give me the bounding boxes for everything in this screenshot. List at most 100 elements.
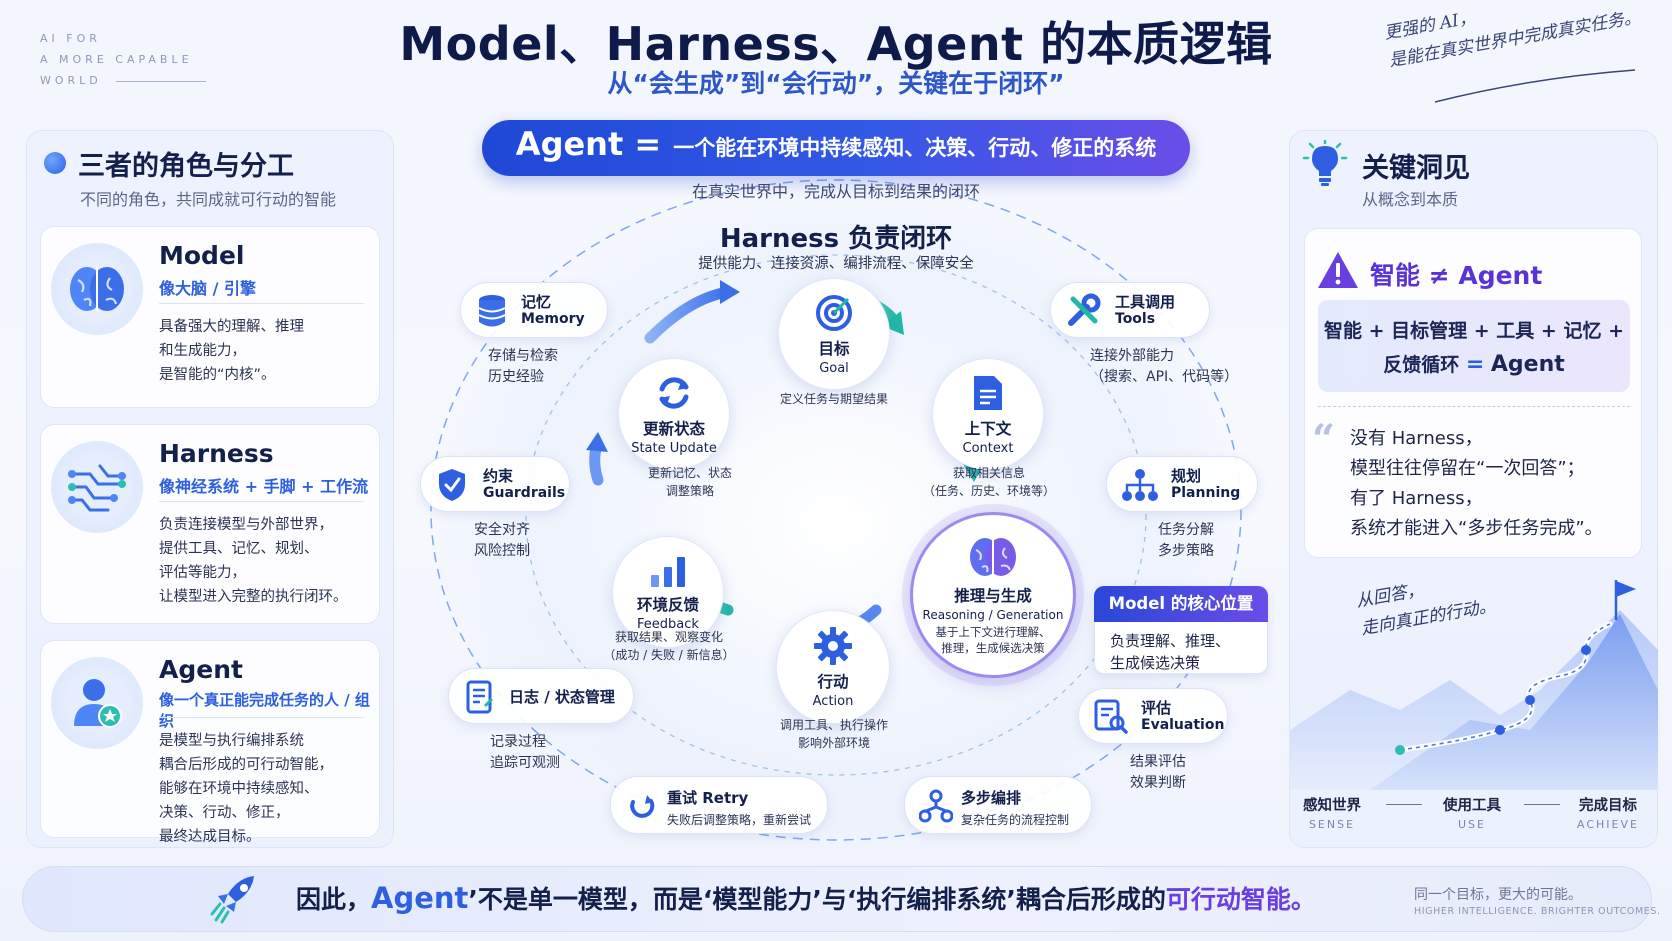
retry-icon: [630, 795, 655, 818]
caption-line: 安全对齐: [474, 522, 530, 538]
pill-logs-caption: 记录过程 追踪可观测: [490, 732, 560, 774]
bar-chart-icon: [651, 556, 685, 587]
caption-line: （任务、历史、环境等）: [922, 484, 1055, 498]
conclusion-pre: 因此，: [296, 885, 372, 914]
role-divider: [159, 717, 364, 718]
conclusion-highlight: 可行动智能。: [1165, 885, 1316, 914]
pill-memory-caption: 存储与检索 历史经验: [488, 346, 558, 388]
step-connector: [1524, 804, 1560, 805]
pill-planning-caption: 任务分解 多步策略: [1158, 520, 1214, 562]
pill-logs-zh: 日志 / 状态管理: [509, 688, 615, 706]
section-dot-icon: [44, 152, 66, 174]
role-card-model: Model 像大脑 / 引擎 具备强大的理解、推理 和生成能力， 是智能的“内核…: [40, 226, 380, 408]
pill-tools-caption: 连接外部能力 （搜索、API、代码等）: [1090, 346, 1238, 388]
pill-guardrails-en: Guardrails: [483, 485, 566, 501]
formula-line-1: 智能 + 目标管理 + 工具 + 记忆 +: [1324, 320, 1624, 342]
step-achieve-en: ACHIEVE: [1577, 818, 1639, 831]
desc-line: 最终达成目标。: [159, 829, 261, 845]
refresh-icon: [659, 376, 689, 409]
pill-memory-zh: 记忆: [521, 293, 552, 311]
model-core-title: Model 的核心位置: [1094, 586, 1268, 622]
agent-definition-text: Agent =一个能在环境中持续感知、决策、行动、修正的系统: [482, 125, 1190, 163]
model-core-line-1: 负责理解、推理、: [1110, 632, 1231, 650]
node-state-update: 更新状态 State Update: [618, 358, 730, 470]
brand-tagline: AI FOR A MORE CAPABLE WORLD: [40, 28, 206, 91]
node-reasoning-caption: 基于上下文进行理解、 推理，生成候选决策: [936, 624, 1051, 656]
desc-line: 能够在环境中持续感知、: [159, 781, 319, 797]
caption-line: 历史经验: [488, 369, 544, 385]
caption-line: 调用工具、执行操作: [779, 718, 888, 732]
pill-tools-zh: 工具调用: [1115, 293, 1176, 311]
pill-retry-zh: 重试 Retry: [667, 789, 749, 807]
gear-icon: [814, 626, 852, 665]
caption-line: 更新记忆、状态: [647, 466, 732, 480]
node-goal-zh: 目标: [818, 339, 850, 358]
caption-line: 存储与检索: [488, 348, 558, 364]
quote-line-2: 模型往往停留在“一次回答”；: [1350, 458, 1585, 479]
node-feedback-en: Feedback: [637, 616, 699, 632]
role-desc-harness: 负责连接模型与外部世界， 提供工具、记忆、规划、 评估等能力， 让模型进入完整的…: [159, 513, 379, 609]
node-context-en: Context: [962, 440, 1014, 456]
quote-line-1: 没有 Harness，: [1350, 428, 1483, 449]
shield-icon: [439, 469, 465, 501]
node-action: 行动 Action: [776, 610, 890, 724]
desc-line: 提供工具、记忆、规划、: [159, 541, 319, 557]
desc-line: 让模型进入完整的执行闭环。: [159, 589, 348, 605]
harness-subtitle: 提供能力、连接资源、编排流程、保障安全: [698, 256, 974, 272]
role-card-harness: Harness 像神经系统 + 手脚 + 工作流 负责连接模型与外部世界， 提供…: [40, 424, 380, 624]
pill-orchestration-sub: 复杂任务的流程控制: [961, 813, 1070, 827]
caption-line: 结果评估: [1130, 754, 1186, 770]
left-subtitle: 不同的角色，共同成就可行动的智能: [80, 190, 337, 209]
model-core-line-2: 生成候选决策: [1110, 654, 1201, 672]
wrench-icon: [1068, 293, 1101, 326]
brand-line-3: WORLD: [40, 74, 102, 87]
pill-planning: 规划 Planning: [1106, 456, 1258, 512]
conclusion-banner: [22, 866, 1652, 932]
node-update-caption: 更新记忆、状态 调整策略: [630, 464, 750, 500]
quote-line-4: 系统才能进入“多步任务完成”。: [1350, 518, 1603, 539]
harness-title: Harness 负责闭环: [719, 224, 953, 254]
node-context-caption: 获取相关信息 （任务、历史、环境等）: [914, 464, 1064, 500]
step-connector: [1386, 804, 1422, 805]
desc-line: 评估等能力，: [159, 565, 246, 581]
pill-retry: 重试 Retry 失败后调整策略，重新尝试: [610, 776, 828, 834]
caption-line: 追踪可观测: [490, 755, 560, 771]
pill-tools: 工具调用 Tools: [1050, 282, 1210, 338]
pill-orchestration-zh: 多步编排: [961, 789, 1022, 807]
hierarchy-icon: [1122, 469, 1158, 501]
person-star-icon: [51, 657, 143, 749]
node-reasoning: 推理与生成 Reasoning / Generation 基于上下文进行理解、 …: [910, 512, 1076, 678]
formula-equals: =: [1465, 352, 1485, 377]
role-divider: [159, 303, 364, 304]
formula-agent: Agent: [1490, 352, 1565, 377]
role-tag-model: 像大脑 / 引擎: [159, 279, 256, 298]
pill-evaluation-caption: 结果评估 效果判断: [1130, 752, 1186, 794]
node-goal-en: Goal: [819, 360, 849, 376]
caption-line: 连接外部能力: [1090, 348, 1174, 364]
lightbulb-icon: [1302, 140, 1348, 186]
quote-divider: [1318, 406, 1630, 407]
page-subtitle: 从“会生成”到“会行动”，关键在于闭环”: [607, 69, 1065, 98]
pill-memory-en: Memory: [521, 311, 585, 327]
pill-evaluation-zh: 评估: [1141, 699, 1172, 717]
desc-line: 具备强大的理解、推理: [159, 319, 304, 335]
caption-line: 风险控制: [474, 543, 530, 559]
agent-definition-banner: [482, 120, 1190, 176]
caption-line: 任务分解: [1158, 522, 1214, 538]
caption-line: 效果判断: [1130, 775, 1186, 791]
log-icon: [466, 680, 494, 714]
pill-planning-zh: 规划: [1171, 467, 1202, 485]
brand-rule: [115, 80, 206, 82]
database-icon: [478, 295, 506, 327]
warning-icon: [1318, 252, 1358, 288]
node-update-zh: 更新状态: [642, 419, 705, 438]
caption-line: 多步策略: [1158, 543, 1214, 559]
node-action-zh: 行动: [817, 672, 849, 691]
conclusion-mid: ’不是单一模型，而是‘模型能力’与‘执行编排系统’耦合后形成的: [468, 885, 1166, 914]
bottom-note-zh: 同一个目标，更大的可能。: [1414, 887, 1582, 903]
pill-logs: 日志 / 状态管理: [448, 668, 634, 724]
desc-line: 耦合后形成的可行动智能，: [159, 757, 333, 773]
role-desc-model: 具备强大的理解、推理 和生成能力， 是智能的“内核”。: [159, 315, 374, 387]
loop-caption: 在真实世界中，完成从目标到结果的闭环: [691, 182, 980, 201]
note-underline: [1434, 69, 1636, 103]
